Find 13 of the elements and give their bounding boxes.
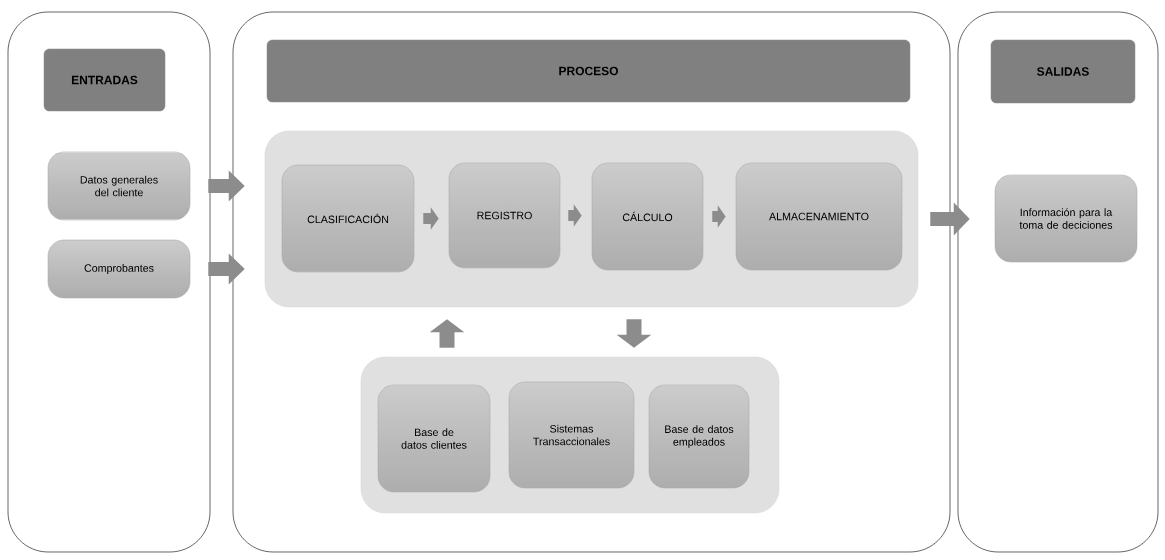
- process-box: CLASIFICACIÓN: [281, 164, 415, 273]
- process-box: Base de datos empleados: [648, 384, 750, 489]
- process-box: Información para la toma de deciciones: [994, 174, 1138, 263]
- process-box: Datos generales del cliente: [47, 151, 191, 221]
- heading-box: ENTRADAS: [43, 48, 166, 112]
- process-box: Comprobantes: [47, 239, 191, 299]
- process-box: CÁLCULO: [591, 162, 704, 271]
- process-box: Sistemas Transaccionales: [508, 381, 635, 489]
- process-box: ALMACENAMIENTO: [735, 162, 903, 271]
- process-box: REGISTRO: [448, 162, 561, 269]
- process-box: Base de datos clientes: [377, 384, 491, 493]
- heading-box: SALIDAS: [990, 39, 1136, 104]
- heading-box: PROCESO: [266, 39, 911, 103]
